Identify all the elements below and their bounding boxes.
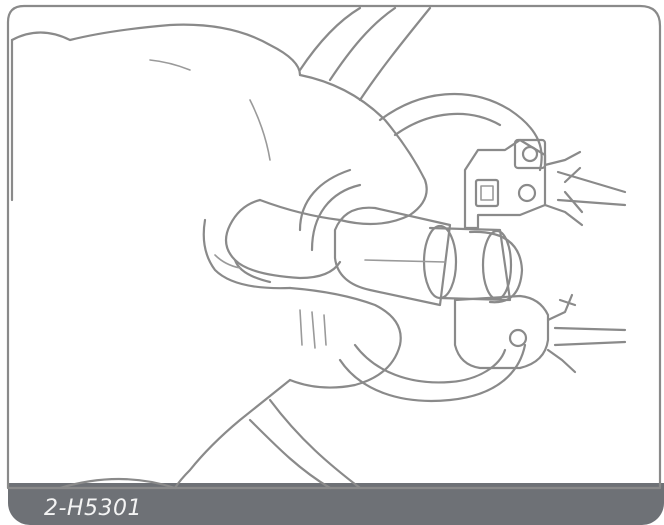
lower-connector [455,295,625,372]
upper-connector [465,140,625,228]
wiring-harness [250,8,542,488]
coupling-sleeve [335,208,522,305]
